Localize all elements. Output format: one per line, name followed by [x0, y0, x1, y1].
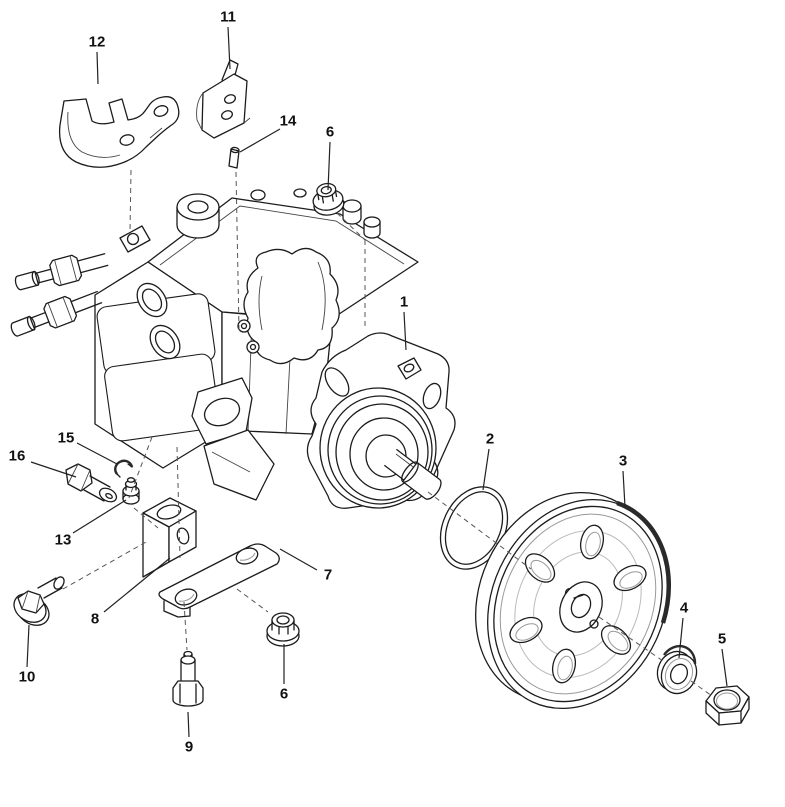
- callout-leader-16: [30, 461, 77, 478]
- assembly-centerline: [62, 541, 147, 590]
- injection-pump-drawing: [10, 188, 456, 509]
- angle-bracket-8: [142, 497, 197, 578]
- callout-label-13: 13: [54, 531, 72, 549]
- snap-clip-15: [114, 459, 134, 478]
- callout-leader-14: [239, 128, 281, 153]
- callout-label-4: 4: [679, 599, 689, 617]
- callout-label-6: 6: [325, 123, 335, 141]
- assembly-centerline: [427, 491, 532, 570]
- bracket-plate-7: [158, 543, 280, 618]
- fuel-line-fitting-lower: [10, 290, 103, 337]
- callout-label-3: 3: [618, 452, 628, 470]
- callout-label-7: 7: [323, 566, 333, 584]
- assembly-centerline: [690, 680, 713, 697]
- callout-label-12: 12: [88, 33, 106, 51]
- callout-leader-5: [721, 648, 728, 687]
- callout-leader-3: [622, 470, 626, 508]
- callout-label-14: 14: [279, 112, 297, 130]
- callout-leader-10: [26, 624, 30, 668]
- callout-label-15: 15: [57, 429, 75, 447]
- callout-label-10: 10: [18, 668, 36, 686]
- callout-leader-6: [327, 141, 331, 191]
- screw-13: [122, 477, 140, 505]
- callout-label-8: 8: [90, 610, 100, 628]
- fuel-line-fitting-upper: [14, 253, 109, 291]
- callout-leader-4: [678, 617, 684, 659]
- callout-leader-15: [76, 442, 118, 465]
- callout-leaders: [26, 26, 728, 738]
- callout-leader-12: [96, 51, 99, 85]
- stud-bolt-9: [172, 650, 204, 707]
- callout-leader-8: [103, 557, 171, 613]
- assembly-centerline: [129, 169, 132, 233]
- washer-4: [656, 644, 698, 695]
- callout-label-11: 11: [220, 8, 236, 26]
- assembly-centerline: [176, 446, 181, 559]
- assembly-centerline: [128, 436, 153, 499]
- assembly-centerline: [183, 601, 188, 651]
- callout-label-9: 9: [184, 738, 194, 756]
- flange-nut-6-bottom: [266, 612, 300, 647]
- callout-label-6: 6: [279, 685, 289, 703]
- callout-label-16: 16: [8, 447, 26, 465]
- flange-bolt-10: [13, 576, 65, 626]
- pulley-3: [475, 491, 671, 710]
- callout-label-1: 1: [399, 293, 409, 311]
- assembly-centerline: [598, 616, 667, 664]
- callout-leader-1: [403, 311, 407, 351]
- pin-14: [228, 146, 240, 169]
- assembly-centerline: [336, 212, 366, 241]
- hex-nut-5: [705, 685, 750, 726]
- callout-leader-7: [279, 548, 318, 571]
- flange-nut-6-top: [312, 182, 345, 216]
- bracket-12: [58, 96, 180, 168]
- fitting-bolt-16: [65, 463, 118, 503]
- callout-label-2: 2: [485, 430, 495, 448]
- callout-leader-2: [482, 448, 490, 491]
- callout-leader-11: [227, 26, 231, 70]
- bracket-11: [196, 59, 251, 139]
- callout-leader-9: [187, 711, 190, 738]
- assembly-centerlines: [62, 169, 713, 697]
- callout-leader-13: [72, 499, 127, 534]
- callout-label-5: 5: [717, 630, 727, 648]
- assembly-centerline: [236, 588, 269, 613]
